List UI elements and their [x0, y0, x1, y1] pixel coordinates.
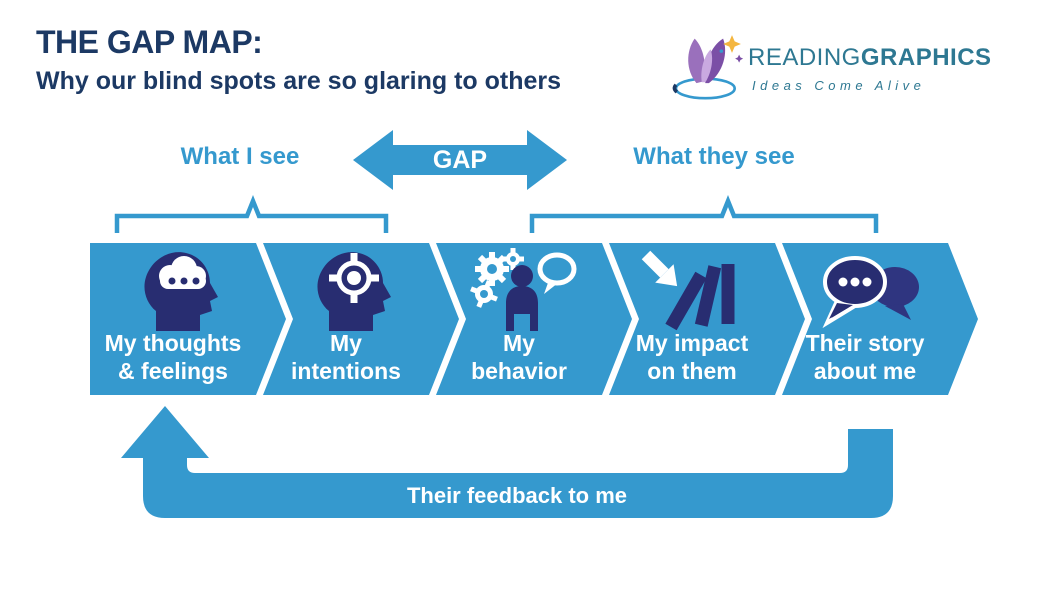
- chevron-label-line1: My: [503, 330, 535, 356]
- chevron-label: My impact on them: [609, 329, 775, 385]
- label-what-i-see: What I see: [180, 143, 300, 170]
- gap-double-arrow: [353, 130, 567, 190]
- chevron-their-story-about-me: Their story about me: [782, 243, 978, 395]
- chevron-label-line1: Their story: [805, 330, 925, 356]
- page-title: THE GAP MAP:: [36, 24, 263, 60]
- left-brace: [114, 194, 389, 233]
- chevron-label: My intentions: [263, 329, 429, 385]
- falling-dominoes-with-arrow-icon: [641, 250, 735, 331]
- label-what-they-see: What they see: [633, 143, 795, 170]
- chevron-my-thoughts-feelings: My thoughts & feelings: [90, 243, 286, 395]
- overlapping-speech-bubbles-icon: [822, 256, 919, 329]
- book-butterfly-logo-icon: [672, 35, 744, 100]
- brand-name-regular: READING: [748, 44, 861, 71]
- feedback-loop-arrow: [121, 406, 893, 518]
- page-subtitle: Why our blind spots are so glaring to ot…: [36, 67, 562, 95]
- person-with-gears-and-speech-icon: [470, 248, 577, 331]
- chevron-label-line2: & feelings: [118, 358, 228, 384]
- chevron-label-line2: behavior: [471, 358, 567, 384]
- chevron-label: My thoughts & feelings: [90, 329, 256, 385]
- chevron-label: My behavior: [436, 329, 602, 385]
- label-their-feedback: Their feedback to me: [406, 483, 628, 508]
- chevron-label-line2: intentions: [291, 358, 401, 384]
- right-brace: [529, 194, 879, 233]
- brand-tagline: Ideas Come Alive: [752, 78, 926, 93]
- brand-logo: READINGGRAPHICS Ideas Come Alive: [668, 28, 1038, 110]
- chevron-my-intentions: My intentions: [263, 243, 459, 395]
- chevron-label-line1: My: [330, 330, 362, 356]
- brand-name: READINGGRAPHICS: [748, 44, 992, 72]
- chevron-my-behavior: My behavior: [436, 243, 632, 395]
- head-with-thought-cloud-icon: [144, 252, 218, 331]
- chevron-label-line1: My impact: [635, 330, 749, 356]
- label-gap: GAP: [432, 146, 488, 174]
- brand-name-bold: GRAPHICS: [860, 44, 992, 71]
- chevron-label: Their story about me: [782, 329, 948, 385]
- chevron-label-line2: about me: [813, 358, 917, 384]
- chevron-my-impact-on-them: My impact on them: [609, 243, 805, 395]
- head-with-target-icon: [317, 252, 391, 331]
- chevron-label-line2: on them: [647, 358, 737, 384]
- chevron-label-line1: My thoughts: [104, 330, 242, 356]
